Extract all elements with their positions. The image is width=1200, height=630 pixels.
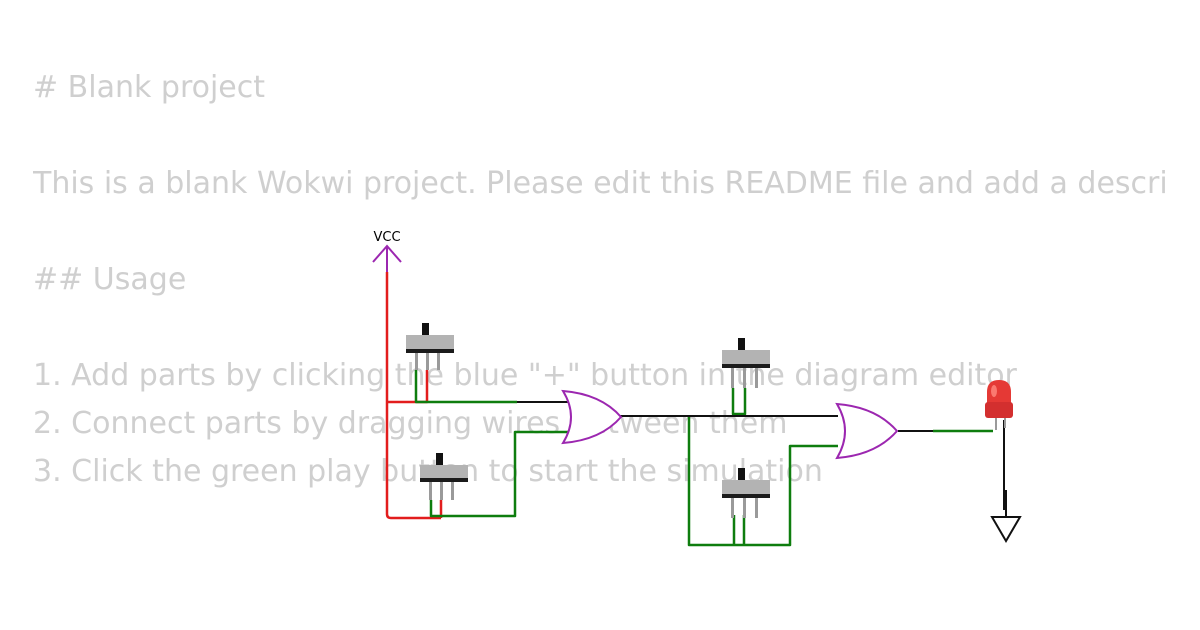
vcc-power-symbol[interactable]: VCC (372, 230, 402, 272)
slide-switch-1[interactable] (406, 323, 454, 370)
vcc-label: VCC (373, 230, 400, 245)
wire-black[interactable] (517, 401, 1005, 510)
slide-switch-4[interactable] (722, 468, 770, 518)
readme-usage-heading: ## Usage (33, 262, 187, 297)
readme-preview: # Blank project This is a blank Wokwi pr… (33, 0, 1168, 630)
readme-step-2: 2. Connect parts by dragging wires betwe… (33, 406, 788, 441)
or-gate-1[interactable] (561, 389, 623, 445)
wire-signal[interactable] (414, 370, 993, 547)
slide-switch-3[interactable] (722, 338, 770, 388)
readme-intro: This is a blank Wokwi project. Please ed… (33, 166, 1168, 201)
led-red[interactable] (985, 380, 1013, 430)
readme-title: # Blank project (33, 70, 266, 105)
ground-symbol[interactable] (990, 490, 1022, 543)
ground-icon (990, 516, 1022, 543)
slide-switch-2[interactable] (420, 453, 468, 500)
or-gate-2[interactable] (835, 402, 899, 460)
readme-step-1: 1. Add parts by clicking the blue "+" bu… (33, 358, 1017, 393)
